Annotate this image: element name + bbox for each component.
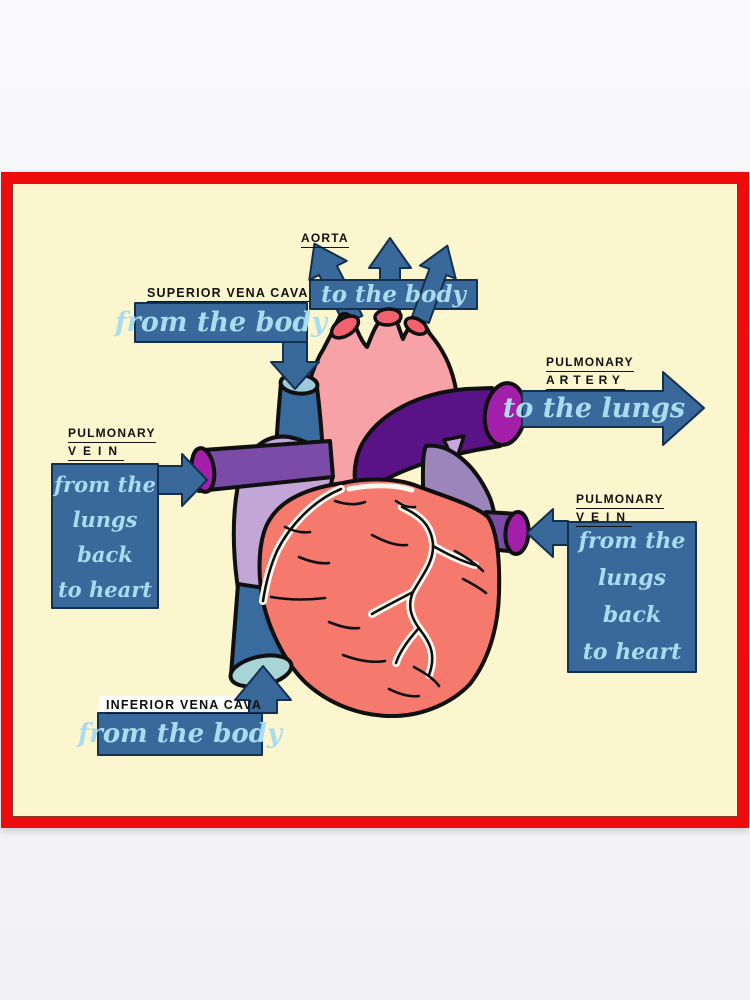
- aorta-flow-banner: [309, 279, 478, 310]
- aorta-branch-opening-2: [373, 307, 403, 327]
- pulmonary-vein-left-arrow-icon: [157, 453, 208, 507]
- aorta-flow-text: to the body: [321, 281, 466, 308]
- inferior-vena-cava-label: INFERIOR VENA CAVA: [106, 698, 263, 715]
- pulmonary-vein-right-arrow-icon: [526, 508, 569, 558]
- coronary-vessels: [259, 483, 488, 698]
- inferior-vena-cava-flow-text: from the body: [77, 719, 283, 749]
- aorta-branch-opening-1: [329, 314, 361, 340]
- heart-illustration: [189, 307, 531, 719]
- pulmonary-vein-right-label: PULMONARY VEIN: [576, 492, 664, 527]
- pulmonary-vein-left-flow-text: from the lungs back to heart: [54, 472, 156, 602]
- aorta-branch-opening-3: [403, 316, 429, 336]
- pulmonary-vein-right-box: [567, 521, 697, 673]
- ventricles: [257, 477, 502, 719]
- superior-vena-cava-label: SUPERIOR VENA CAVA: [147, 286, 309, 303]
- pulmonary-vein-left-box: [51, 463, 159, 609]
- inferior-vena-cava-label-plate: [99, 696, 253, 714]
- inferior-vena-cava-banner: [97, 712, 263, 756]
- pulmonary-artery-arrow-icon: [521, 371, 705, 446]
- superior-vena-cava-flow-text: from the body: [115, 307, 327, 338]
- pulmonary-artery-label: PULMONARY ARTERY: [546, 355, 634, 390]
- superior-vena-cava-arrow-icon: [270, 341, 320, 390]
- pulmonary-vein-left-label: PULMONARY VEIN: [68, 426, 156, 461]
- inferior-vena-cava-arrow-icon: [234, 665, 292, 714]
- aorta-label: AORTA: [301, 231, 349, 248]
- superior-vena-cava-banner: [134, 302, 308, 343]
- pulmonary-artery-flow-text: to the lungs: [502, 393, 686, 424]
- pulmonary-vein-right-flow-text: from the lungs back to heart: [578, 528, 686, 665]
